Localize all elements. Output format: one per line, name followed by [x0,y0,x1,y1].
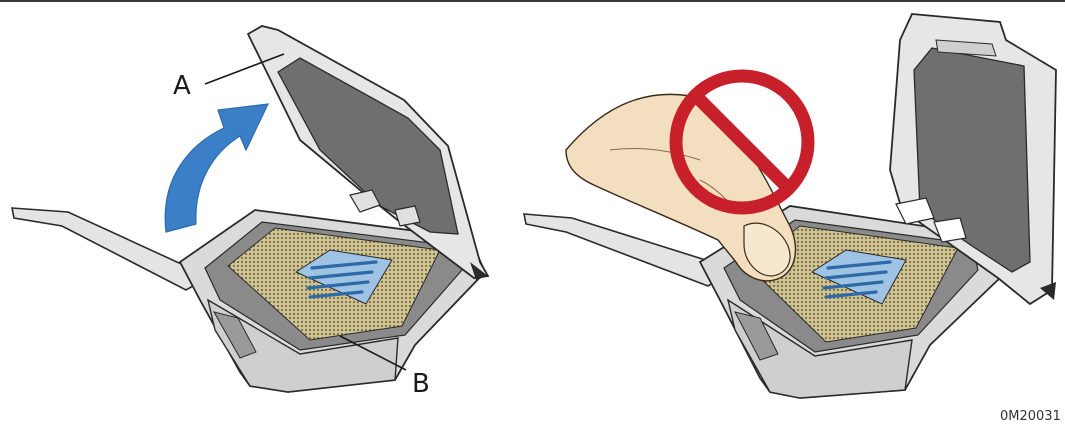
top-border [0,0,1065,2]
right-socket [523,13,1057,399]
prohibition-sign-icon [669,69,815,215]
label-a: A [173,71,191,101]
label-a-leader [204,53,285,85]
label-b: B [412,369,430,399]
label-b-leader [339,335,407,371]
figure-code: 0M20031 [1000,409,1061,424]
curved-up-arrow-icon [164,103,270,233]
left-socket [11,25,490,393]
